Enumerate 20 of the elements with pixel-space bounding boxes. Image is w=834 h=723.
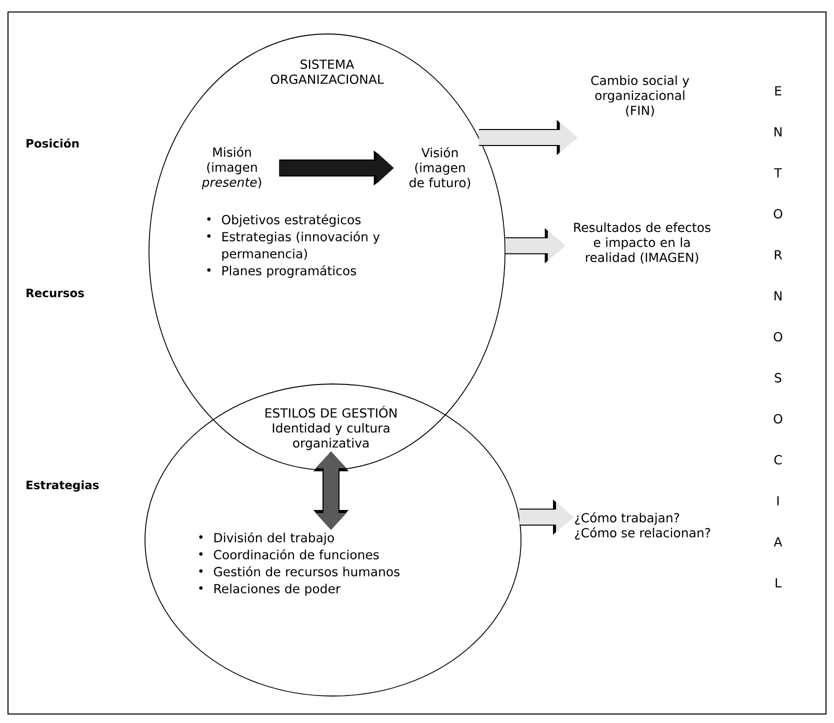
row-label: Recursos: [26, 288, 84, 298]
bullet-list: División del trabajo Coordinación de funciones Gestión de recursos humanos Relaciones de poder: [199, 532, 400, 596]
node-label: Coordinación de funciones: [214, 549, 379, 560]
node-label: Planes programáticos: [222, 265, 356, 278]
text: Visión (imagen de futuro): [410, 147, 470, 189]
text: ESTILOS DE GESTIÓN Identidad y cultura organizativa: [266, 406, 396, 450]
text: Misión (imagen presente): [202, 146, 262, 190]
node-label: Objetivos estratégicos: [222, 214, 361, 227]
node-label: Estrategias (innovación y permanencia): [222, 231, 380, 261]
node-label: Relaciones de poder: [214, 584, 341, 596]
text: Cambio social y organizacional (FIN): [591, 75, 690, 117]
text: ¿Cómo trabajan? ¿Cómo se relacionan?: [575, 512, 710, 540]
node-label: Gestión de recursos humanos: [214, 566, 400, 576]
bullet-list: Objetivos estratégicos Estrategias (innovación y permanencia) Planes programáticos: [207, 214, 380, 278]
text: Resultados de efectos e impacto en la realidad (IMAGEN): [574, 222, 710, 264]
row-label: Estrategias: [26, 480, 99, 492]
node-label: División del trabajo: [214, 532, 334, 545]
ellipse: [144, 384, 522, 696]
vertical-label: ENTORNO SOCIAL: [774, 86, 782, 588]
row-label: Posición: [26, 138, 79, 148]
